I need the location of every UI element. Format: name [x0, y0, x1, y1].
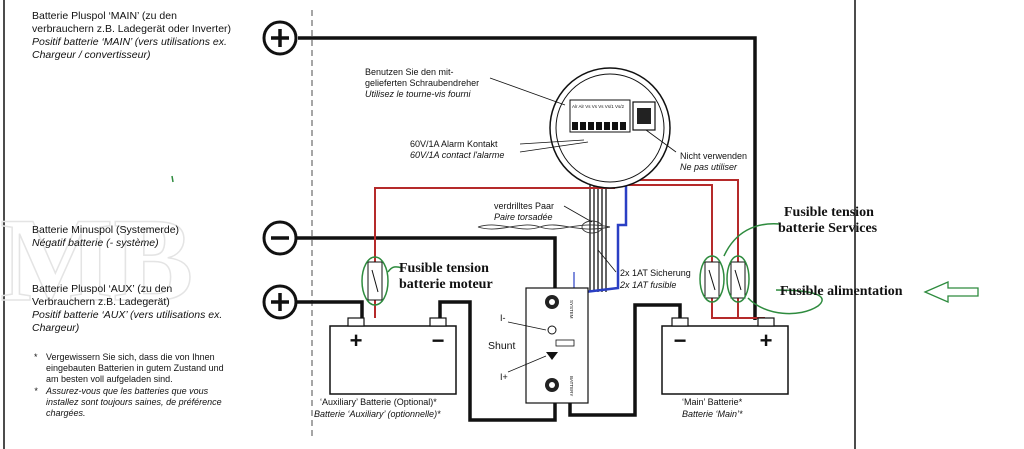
circle-fuse-alim	[726, 255, 750, 303]
label-aux-positive-fr-2: Chargeur)	[32, 322, 79, 334]
main-battery-plus: +	[760, 328, 773, 353]
fuse-icon	[730, 261, 746, 299]
label-alarm-de: 60V/1A Alarm Kontakt	[410, 139, 498, 149]
label-main-positive-fr-1: Positif batterie ‘MAIN’ (vers utilisatio…	[32, 36, 227, 48]
aux-battery-minus: −	[432, 328, 445, 353]
note-de-3: am besten voll aufgeladen sind.	[46, 374, 173, 384]
wire-system-ground	[296, 236, 557, 300]
label-notuse-de: Nicht verwenden	[680, 151, 747, 161]
circle-fuse-services	[699, 255, 725, 303]
label-notuse-fr: Ne pas utiliser	[680, 162, 738, 172]
label-main-positive-de-2: verbrauchern z.B. Ladegerät oder Inverte…	[32, 23, 231, 35]
label-main-positive-fr-2: Chargeur / convertisseur)	[32, 49, 150, 61]
label-fusible-alimentation: Fusible alimentation	[780, 284, 903, 299]
label-minus-fr: Négatif batterie (- système)	[32, 237, 159, 249]
main-battery: − +	[661, 317, 789, 395]
terminal-screws	[572, 122, 626, 130]
wire-main-negative	[568, 303, 682, 417]
label-main-battery-de: ‘Main’ Batterie*	[682, 397, 743, 407]
label-screwdriver-de-1: Benutzen Sie den mit-	[365, 67, 454, 77]
label-fusible-moteur-1: Fusible tension	[399, 261, 489, 276]
wire-blue-signal	[559, 136, 628, 297]
minus-terminal-icon	[262, 220, 298, 256]
plus-terminal-icon	[262, 20, 298, 56]
leader-i-minus	[507, 321, 547, 331]
note-star-2: *	[34, 386, 38, 396]
label-twisted-de: verdrilltes Paar	[494, 201, 554, 211]
note-fr-2: installez sont toujours saines, de préfé…	[46, 397, 222, 407]
watermark-logo: MB	[0, 193, 193, 326]
shunt-system-label: SYSTEM	[569, 300, 574, 319]
fuse-icon	[704, 261, 720, 299]
note-fr-1: Assurez-vous que les batteries que vous	[45, 386, 209, 396]
label-fusible-moteur-2: batterie moteur	[399, 277, 493, 292]
label-aux-positive-de-2: Verbrauchern z.B. Ladegerät)	[32, 296, 170, 308]
label-i-minus: I-	[500, 313, 506, 323]
note-fr-3: chargées.	[46, 408, 86, 418]
plus-terminal-icon	[262, 284, 298, 320]
label-aux-positive-de-1: Batterie Pluspol ‘AUX’ (zu den	[32, 283, 172, 295]
shunt: SYSTEM BATTERY	[525, 287, 589, 404]
shunt-battery-label: BATTERY	[569, 376, 574, 396]
label-screwdriver-fr: Utilisez le tourne-vis fourni	[365, 89, 472, 99]
label-twisted-fr: Paire torsadée	[494, 212, 553, 222]
label-i-plus: I+	[500, 372, 508, 382]
label-aux-positive-fr-1: Positif batterie ‘AUX’ (vers utilisation…	[32, 309, 222, 321]
fuse-icon	[367, 261, 383, 301]
label-main-positive-de-1: Batterie Pluspol ‘MAIN’ (zu den	[32, 10, 177, 22]
leader-i-plus	[507, 355, 547, 373]
label-screwdriver-de-2: gelieferten Schraubendreher	[365, 78, 479, 88]
label-fuse-fr: 2x 1AT fusible	[619, 280, 676, 290]
label-minus-de: Batterie Minuspol (Systemerde)	[32, 224, 179, 236]
circle-fuse-moteur	[361, 256, 389, 306]
arrow-left-icon	[923, 281, 979, 303]
label-main-battery-fr: Batterie ‘Main’*	[682, 409, 743, 419]
wire-aux-negative	[438, 300, 557, 422]
label-fusible-services-2: batterie Services	[778, 221, 878, 236]
leader-lines	[489, 77, 677, 273]
label-fusible-services-1: Fusible tension	[784, 205, 874, 220]
main-battery-minus: −	[674, 328, 687, 353]
note-star-1: *	[34, 352, 38, 362]
green-annotations	[171, 175, 823, 315]
note-de-2: eingebauten Batterien in gutem Zustand u…	[46, 363, 224, 373]
label-fuse-de: 2x 1AT Sicherung	[620, 268, 691, 278]
label-shunt: Shunt	[488, 340, 516, 352]
aux-battery-plus: +	[350, 328, 363, 353]
label-alarm-fr: 60V/1A contact l'alarme	[410, 150, 504, 160]
battery-monitor: Alr Alr Vs Vs Vs Vs/1 Vs/2	[549, 67, 671, 189]
rj-socket	[637, 108, 651, 124]
note-de-1: Vergewissern Sie sich, dass die von Ihne…	[46, 352, 215, 362]
twisted-pair-symbol	[477, 220, 611, 234]
label-aux-battery-de: ‘Auxiliary’ Batterie (Optional)*	[320, 397, 437, 407]
terminal-labels: Alr Alr Vs Vs Vs Vs/1 Vs/2	[572, 104, 625, 109]
wire-aux-positive	[296, 300, 364, 318]
aux-battery: + −	[329, 317, 457, 395]
shunt-sense-minus	[547, 325, 557, 335]
label-aux-battery-fr: Batterie ‘Auxiliary’ (optionnelle)*	[314, 409, 441, 419]
